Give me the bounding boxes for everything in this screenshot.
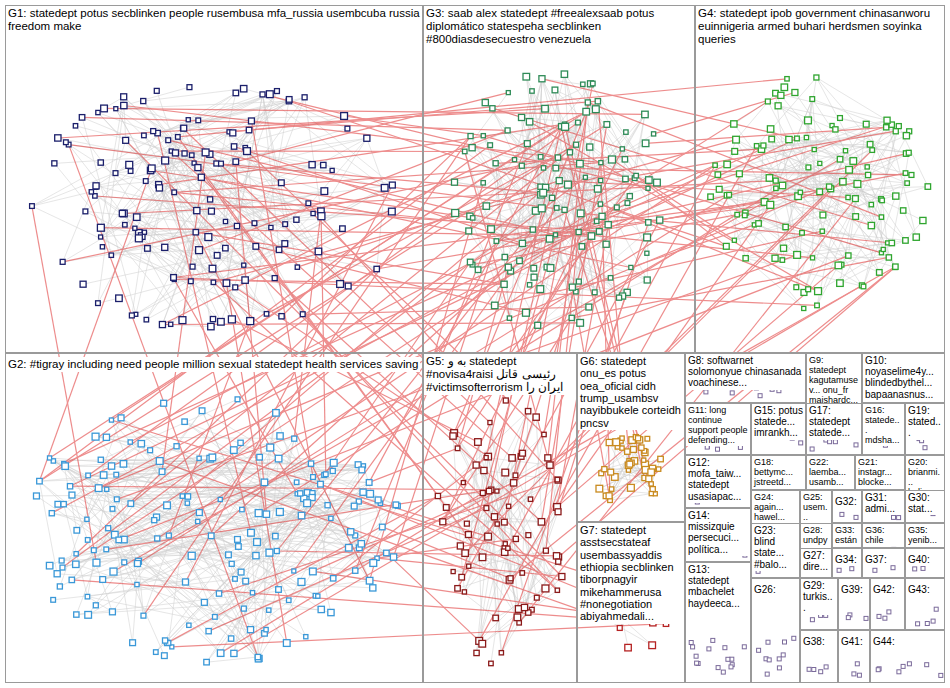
group-box: G12: mofa_taiw... statedept usasiapac...	[685, 455, 751, 508]
group-box: G9: statedept kagutamusev... onu_fr mais…	[806, 353, 862, 403]
group-box: G44:	[870, 630, 945, 683]
group-box: G40:	[905, 548, 945, 578]
group-label: G7: statedept asstsecstateaf usembassyad…	[578, 523, 684, 624]
group-label: G34:	[833, 553, 859, 566]
group-box: G6: statedept onu_es potus oea_oficial c…	[577, 353, 685, 522]
group-box: G16: statede... mdsha...	[862, 403, 905, 455]
group-label: G37:	[863, 553, 889, 566]
group-box: G21: instagr... blocke...	[855, 455, 905, 490]
group-label: G30: stat...	[906, 491, 944, 515]
group-box: G26:	[751, 578, 800, 683]
group-box: G43:	[905, 578, 945, 630]
group-label: G32:	[833, 495, 859, 508]
group-box: G42:	[870, 578, 905, 630]
group-box: G1: statedept potus secblinken people ru…	[5, 5, 423, 353]
group-box: G2: #tigray including need people millio…	[5, 353, 423, 683]
group-box: G28: undpy...	[800, 523, 832, 548]
group-box: G23: blind state... #balo...	[751, 523, 800, 578]
group-label: G17: statedept statede...	[807, 404, 861, 440]
group-box: G35: yenib...	[905, 523, 945, 548]
group-label: G39:	[839, 583, 865, 596]
group-box: G22: laemba... usamb...	[806, 455, 855, 490]
group-box: G17: statedept statede...	[806, 403, 862, 455]
group-label: G12: mofa_taiw... statedept usasiapac...	[686, 456, 750, 503]
group-label: G26:	[752, 583, 778, 596]
group-label: G14: missizquie persecuci... política...	[686, 509, 750, 556]
group-box: G34:	[832, 548, 862, 578]
group-label: G42:	[871, 583, 897, 596]
group-label: G22: laemba... usamb...	[807, 456, 854, 488]
group-label: G5: به و statedept #novisa4raisi رئیسی ق…	[424, 354, 576, 395]
group-box: G39:	[838, 578, 870, 630]
group-label: G31: admi...	[863, 491, 904, 515]
group-box: G7: statedept asstsecstateaf usembassyad…	[577, 522, 685, 683]
group-label: G8: softwarnet solomonyue chinasanada vo…	[686, 354, 805, 390]
group-label: G35: yenib...	[906, 524, 944, 546]
group-label: G13: statedept mbachelet haydeeca...	[686, 563, 750, 610]
group-label: G15: potus statede... imrankh...	[752, 404, 805, 440]
group-box: G14: missizquie persecuci... política...	[685, 508, 751, 562]
group-label: G41:	[839, 635, 865, 648]
group-label: G44:	[871, 635, 897, 648]
group-box: G41:	[838, 630, 870, 683]
group-box: G3: saab alex statedept #freealexsaab po…	[423, 5, 695, 353]
group-label: G18: bettymc... jstreetd...	[752, 456, 805, 488]
group-label: G27: dire...	[801, 549, 831, 573]
group-label: G2: #tigray including need people millio…	[6, 357, 420, 372]
group-label: G9: statedept kagutamusev... onu_fr mais…	[807, 354, 861, 406]
group-label: G1: statedept potus secblinken people ru…	[6, 6, 422, 34]
group-box: G15: potus statede... imrankh...	[751, 403, 806, 455]
group-box: G4: statedept ipob government chinasanwo…	[695, 5, 945, 353]
group-label: G29: turkis...	[801, 579, 837, 615]
group-label: G19: stated...	[906, 404, 944, 440]
group-box: G25: usem... tusske...	[800, 490, 832, 523]
group-box: G29: turkis...	[800, 578, 838, 630]
group-label: G33: están	[833, 524, 861, 546]
group-box: G11: long continue support people defend…	[685, 403, 751, 455]
group-label: G40:	[906, 553, 932, 566]
group-label: G38:	[801, 635, 827, 648]
group-box: G36: chile	[862, 523, 905, 548]
group-box: G8: softwarnet solomonyue chinasanada vo…	[685, 353, 806, 403]
group-box: G20: brianmi... ladies...	[905, 455, 945, 490]
group-box: G32:	[832, 490, 862, 523]
group-box: G10: noyaselime4y... blindedbythel... ba…	[862, 353, 945, 403]
group-box: G27: dire...	[800, 548, 832, 578]
group-box: G37:	[862, 548, 905, 578]
group-label: G3: saab alex statedept #freealexsaab po…	[424, 6, 694, 47]
group-label: G43:	[906, 583, 932, 596]
group-label: G21: instagr... blocke...	[856, 456, 904, 488]
group-box: G5: به و statedept #novisa4raisi رئیسی ق…	[423, 353, 577, 683]
group-box: G19: stated...	[905, 403, 945, 455]
group-box: G38:	[800, 630, 838, 683]
group-box: G18: bettymc... jstreetd...	[751, 455, 806, 490]
group-box: G13: statedept mbachelet haydeeca...	[685, 562, 751, 683]
group-label: G4: statedept ipob government chinasanwo…	[696, 6, 944, 47]
group-box: G31: admi...	[862, 490, 905, 523]
group-box: G24: again... hawel... viole...	[751, 490, 800, 523]
group-label: G10: noyaselime4y... blindedbythel... ba…	[863, 354, 944, 401]
group-label: G16: statede... mdsha...	[863, 404, 904, 446]
group-box: G33: están	[832, 523, 862, 548]
group-box: G30: stat...	[905, 490, 945, 523]
group-label: G6: statedept onu_es potus oea_oficial c…	[578, 354, 684, 430]
group-label: G36: chile	[863, 524, 904, 546]
group-label: G11: long continue support people defend…	[686, 404, 750, 446]
group-label: G23: blind state... #balo...	[752, 524, 799, 571]
